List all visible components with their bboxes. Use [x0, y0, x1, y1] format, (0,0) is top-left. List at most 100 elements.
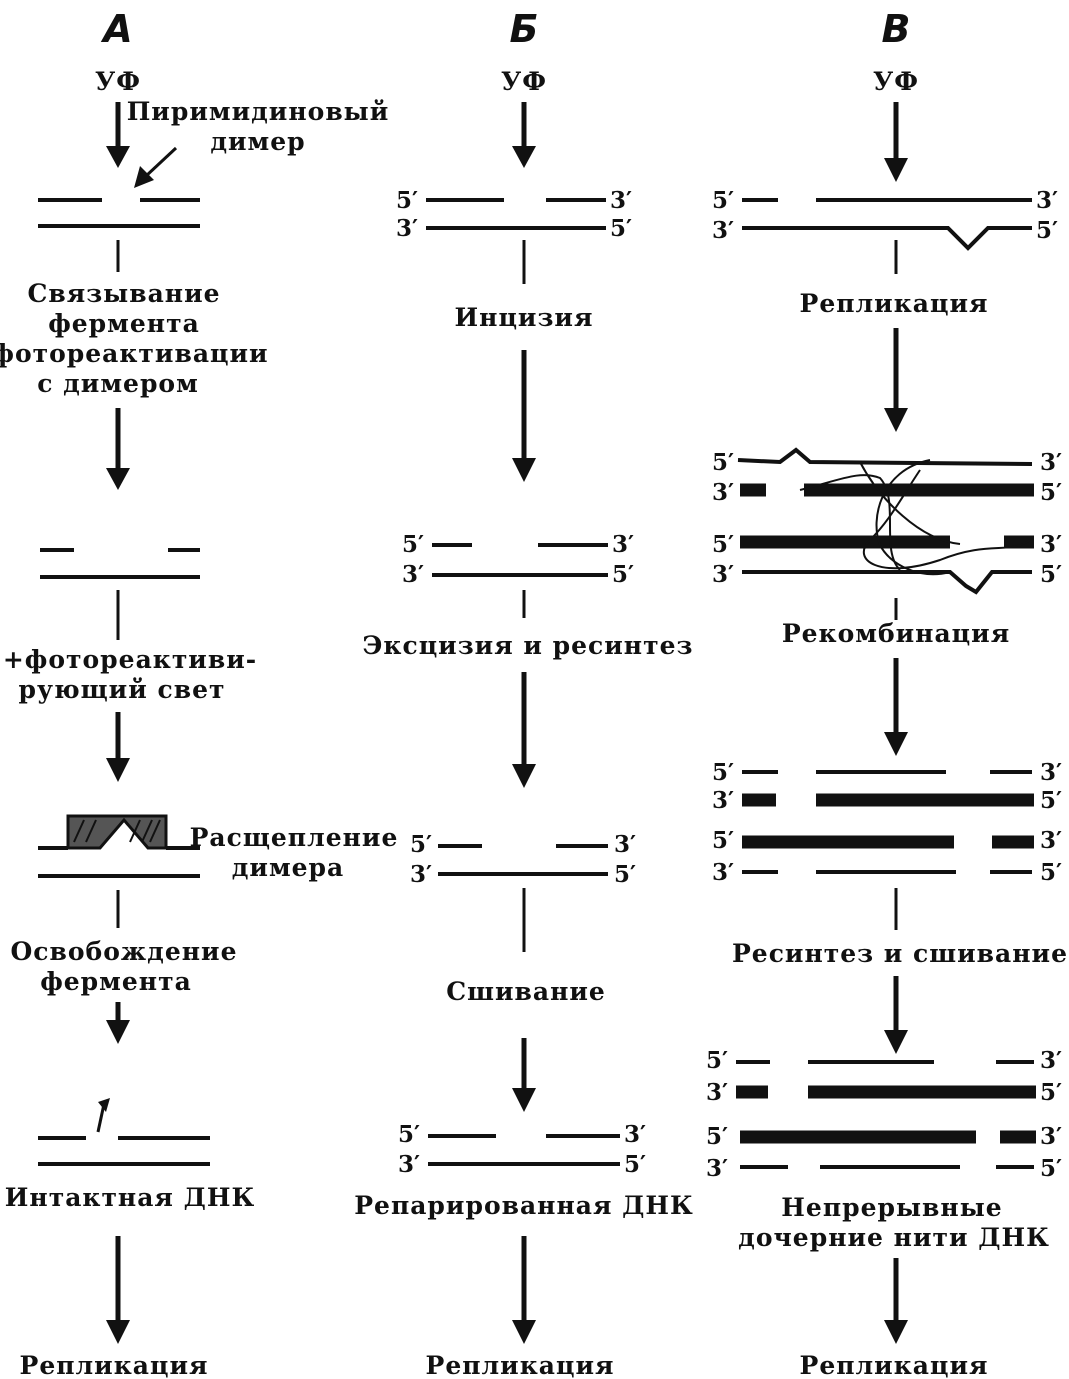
end-3-label: 3′ — [1040, 827, 1062, 854]
arrow-c-3 — [884, 658, 908, 756]
pyrimidine-dimer-label-2: димер — [210, 127, 305, 156]
column-b-heading: Б — [510, 7, 539, 51]
enzyme-binding-label-4: с димером — [37, 369, 199, 398]
column-c-recombination-repair: В УФ 5′ 3′ 3′ 5′ Репликация 5′ 3′ 3′ 5′ — [706, 7, 1068, 1379]
recombination-label: Рекомбинация — [782, 619, 1010, 648]
resynthesized-dna-b: 5′ 3′ 3′ 5′ — [410, 831, 636, 888]
enzyme-binding-label: Связывание — [27, 279, 220, 308]
end-3-label: 3′ — [712, 479, 734, 506]
enzyme-release-label-2: фермента — [40, 967, 192, 996]
arrow-c-5 — [884, 1258, 908, 1344]
end-3-label: 3′ — [396, 215, 418, 242]
photoreactivating-light-label: +фотореактиви- — [3, 645, 257, 674]
end-3-label: 3′ — [612, 531, 634, 558]
end-5-label: 5′ — [1040, 561, 1062, 588]
repaired-dna-label: Репарированная ДНК — [354, 1191, 694, 1220]
end-5-label: 5′ — [712, 827, 734, 854]
arrow-b-5 — [512, 1236, 536, 1344]
column-a-photoreactivation: А УФ Пиримидиновый димер Связывание ферм… — [0, 7, 399, 1379]
photoreactivating-light-label-2: рующий свет — [19, 675, 226, 704]
incision-label: Инцизия — [455, 303, 594, 332]
end-3-label: 3′ — [712, 787, 734, 814]
ligation-label: Сшивание — [446, 977, 606, 1006]
uv-arrow-b — [512, 102, 536, 168]
damaged-dna-b: 5′ 3′ 3′ 5′ — [396, 187, 632, 242]
end-3-label: 3′ — [1040, 449, 1062, 476]
excised-dna-b: 5′ 3′ 3′ 5′ — [402, 531, 634, 588]
uv-arrow-a — [106, 102, 130, 168]
continuous-strands-label: Непрерывные — [781, 1193, 1002, 1222]
damaged-dna-c: 5′ 3′ 3′ 5′ — [712, 187, 1058, 251]
replication-label-c-2: Репликация — [800, 1351, 989, 1379]
end-3-label: 3′ — [610, 187, 632, 214]
replication-label-b: Репликация — [426, 1351, 615, 1379]
continuous-strands-label-2: дочерние нити ДНК — [738, 1223, 1050, 1252]
enzyme-block — [66, 814, 168, 850]
end-5-label: 5′ — [396, 187, 418, 214]
end-5-label: 5′ — [1040, 787, 1062, 814]
end-5-label: 5′ — [1040, 1155, 1062, 1182]
column-c-heading: В — [882, 7, 911, 51]
end-5-label: 5′ — [1040, 859, 1062, 886]
end-3-label: 3′ — [1040, 531, 1062, 558]
end-5-label: 5′ — [612, 561, 634, 588]
end-3-label: 3′ — [706, 1155, 728, 1182]
recombining-dna-c: 5′ 3′ 3′ 5′ 5′ 3′ 3′ 5′ — [712, 447, 1062, 595]
end-5-label: 5′ — [706, 1123, 728, 1150]
arrow-b-4 — [512, 1038, 536, 1112]
end-5-label: 5′ — [712, 759, 734, 786]
arrow-b-3 — [512, 672, 536, 788]
bound-dna-a — [40, 548, 200, 579]
end-3-label: 3′ — [1040, 1123, 1062, 1150]
resynthesis-ligation-label: Ресинтез и сшивание — [732, 939, 1068, 968]
end-5-label: 5′ — [398, 1121, 420, 1148]
end-5-label: 5′ — [706, 1047, 728, 1074]
end-5-label: 5′ — [1040, 1079, 1062, 1106]
continuous-dna-c: 5′ 3′ 3′ 5′ 5′ 3′ 3′ 5′ — [706, 1047, 1062, 1182]
enzyme-release-label: Освобождение — [11, 937, 238, 966]
end-3-label: 3′ — [712, 561, 734, 588]
end-3-label: 3′ — [402, 561, 424, 588]
end-5-label: 5′ — [1036, 217, 1058, 244]
end-5-label: 5′ — [402, 531, 424, 558]
end-3-label: 3′ — [1040, 759, 1062, 786]
end-3-label: 3′ — [410, 861, 432, 888]
replication-label-a: Репликация — [20, 1351, 209, 1379]
end-3-label: 3′ — [706, 1079, 728, 1106]
pyrimidine-dimer-label: Пиримидиновый — [127, 97, 390, 126]
arrow-c-4 — [884, 976, 908, 1054]
damaged-dna-a — [38, 198, 200, 228]
dimer-splitting-dna — [38, 814, 200, 878]
end-5-label: 5′ — [624, 1151, 646, 1178]
end-5-label: 5′ — [610, 215, 632, 242]
arrow-c-2 — [884, 328, 908, 432]
end-3-label: 3′ — [614, 831, 636, 858]
end-5-label: 5′ — [712, 531, 734, 558]
enzyme-binding-label-3: фотореактивации — [0, 339, 269, 368]
column-b-uv-label: УФ — [501, 67, 547, 96]
uv-arrow-c — [884, 102, 908, 182]
repaired-dna-b: 5′ 3′ 3′ 5′ — [398, 1121, 646, 1178]
end-5-label: 5′ — [410, 831, 432, 858]
intact-dna-a — [38, 1098, 210, 1166]
arrow-b-2 — [512, 350, 536, 482]
column-a-uv-label: УФ — [95, 67, 141, 96]
enzyme-binding-label-2: фермента — [48, 309, 200, 338]
excision-resynthesis-label: Эксцизия и ресинтез — [363, 631, 694, 660]
end-5-label: 5′ — [712, 187, 734, 214]
end-3-label: 3′ — [712, 217, 734, 244]
end-3-label: 3′ — [712, 859, 734, 886]
column-c-uv-label: УФ — [873, 67, 919, 96]
arrow-a-5 — [106, 1236, 130, 1344]
arrow-a-4 — [106, 1002, 130, 1044]
dimer-pointer-arrow — [134, 146, 178, 188]
end-5-label: 5′ — [1040, 479, 1062, 506]
column-b-excision-repair: Б УФ 5′ 3′ 3′ 5′ Инцизия 5′ 3′ 3′ 5 — [354, 7, 694, 1379]
replication-label-c-1: Репликация — [800, 289, 989, 318]
end-5-label: 5′ — [614, 861, 636, 888]
dimer-splitting-label: Расщепление — [190, 823, 399, 852]
arrow-a-3 — [106, 712, 130, 782]
intact-dna-label: Интактная ДНК — [5, 1183, 255, 1212]
arrow-a-2 — [106, 408, 130, 490]
